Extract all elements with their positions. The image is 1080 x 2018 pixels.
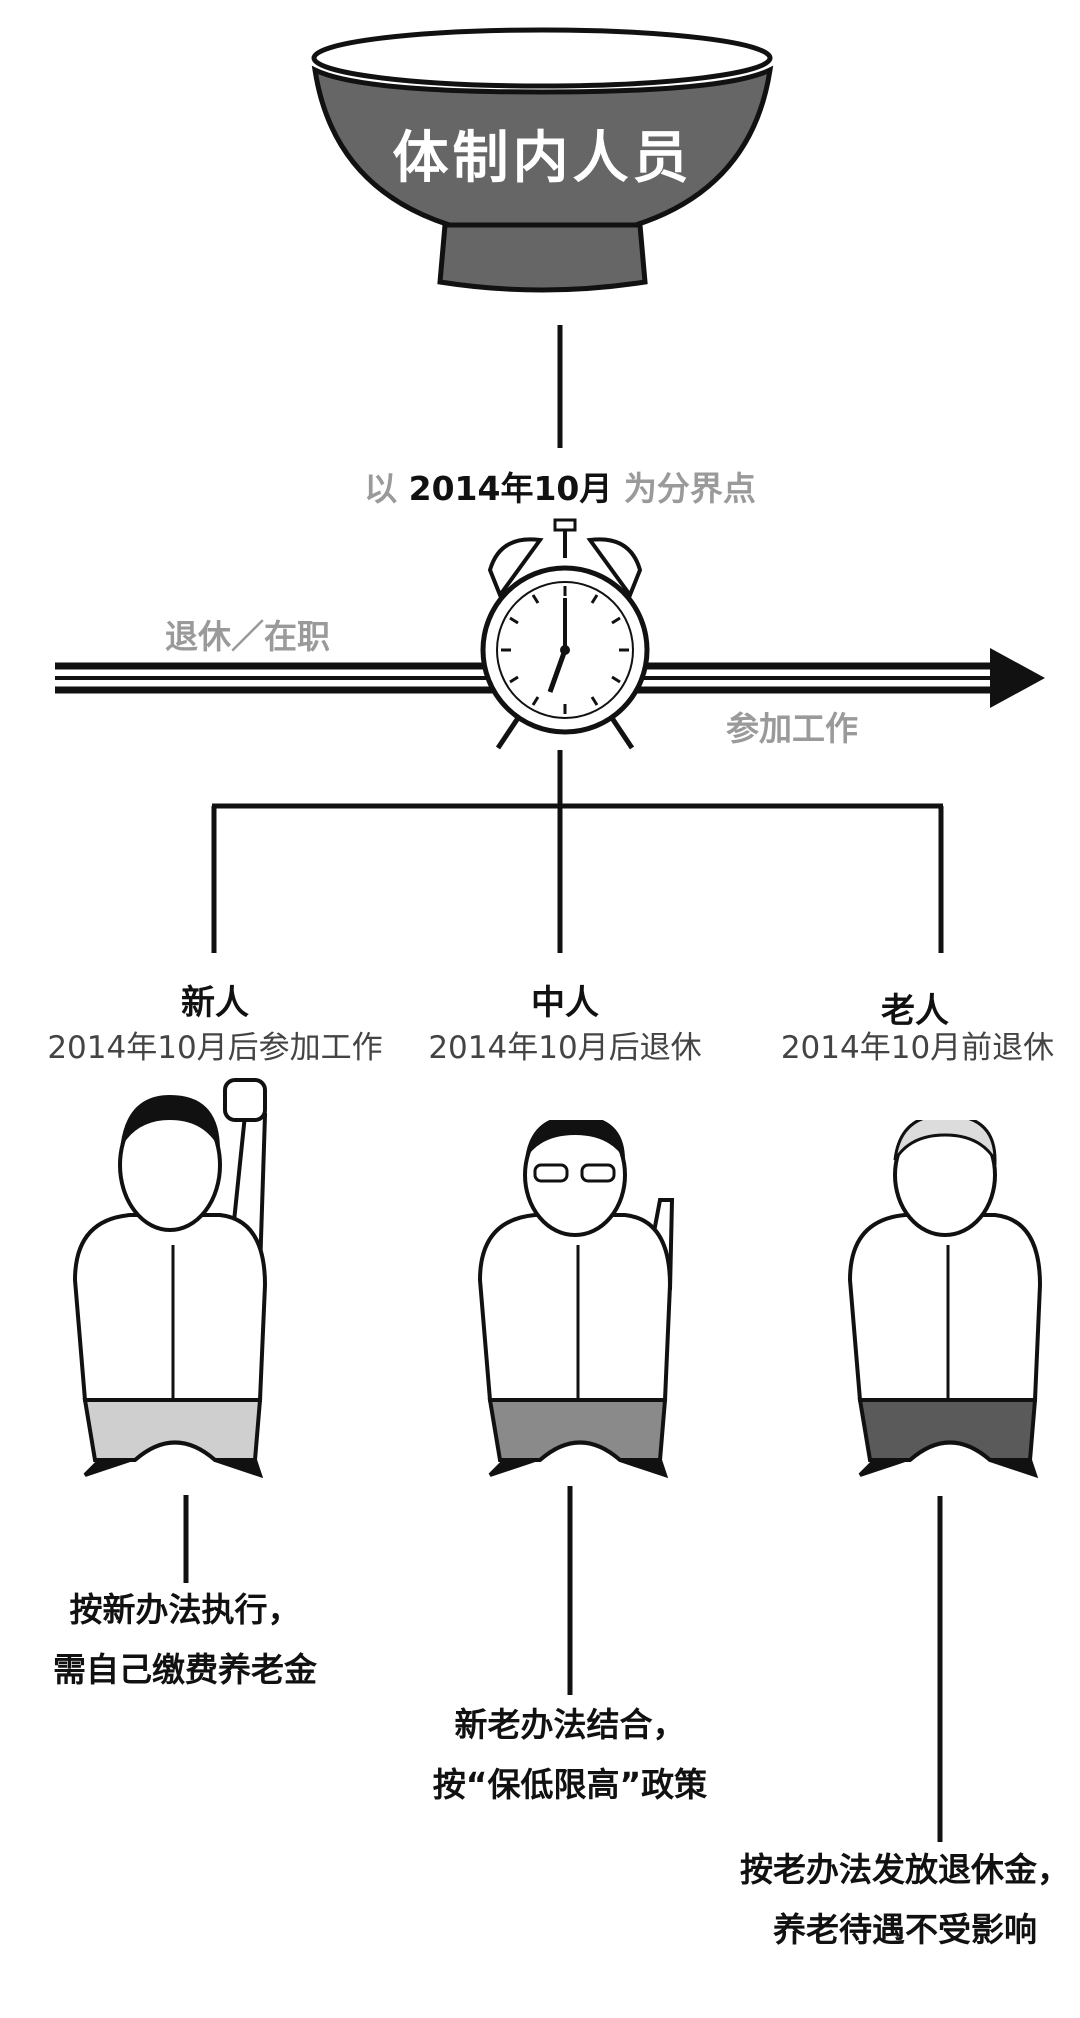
- group-desc-old: 2014年10月前退休: [780, 1030, 1055, 1066]
- outcome-middle-line-2: 按“保低限高”政策: [432, 1765, 708, 1804]
- timeline-right-label: 参加工作: [726, 709, 858, 748]
- boundary-suffix: 为分界点: [623, 469, 756, 508]
- rice-bowl-icon: [311, 27, 774, 293]
- arrow-right-icon: [990, 648, 1045, 708]
- alarm-clock-icon: [480, 518, 650, 750]
- outcome-old: 按老办法发放退休金， 养老待遇不受影响: [735, 1840, 1075, 1960]
- boundary-date: 2014年10月: [408, 469, 613, 508]
- group-desc-middle: 2014年10月后退休: [428, 1030, 702, 1066]
- group-name-middle: 中人: [531, 983, 599, 1023]
- outcome-old-line-2: 养老待遇不受影响: [773, 1910, 1037, 1949]
- person-middle-illustration: [477, 1120, 675, 1479]
- outcome-new-line-1: 按新办法执行，: [69, 1590, 301, 1629]
- boundary-prefix: 以: [364, 469, 398, 508]
- person-new-illustration: [72, 1078, 268, 1479]
- group-desc-new: 2014年10月后参加工作: [47, 1030, 383, 1066]
- group-name-new: 新人: [181, 983, 249, 1023]
- outcome-middle: 新老办法结合， 按“保低限高”政策: [395, 1695, 745, 1815]
- outcome-new: 按新办法执行， 需自己缴费养老金: [20, 1580, 350, 1700]
- group-name-old: 老人: [881, 991, 949, 1031]
- outcome-middle-line-1: 新老办法结合，: [454, 1705, 686, 1744]
- timeline-left-label: 退休／在职: [165, 617, 330, 656]
- boundary-text: 以 2014年10月 为分界点: [300, 462, 820, 510]
- person-old-illustration: [847, 1120, 1043, 1479]
- outcome-old-line-1: 按老办法发放退休金，: [740, 1850, 1070, 1889]
- outcome-new-line-2: 需自己缴费养老金: [53, 1650, 317, 1689]
- bowl-label: 体制内人员: [392, 126, 693, 191]
